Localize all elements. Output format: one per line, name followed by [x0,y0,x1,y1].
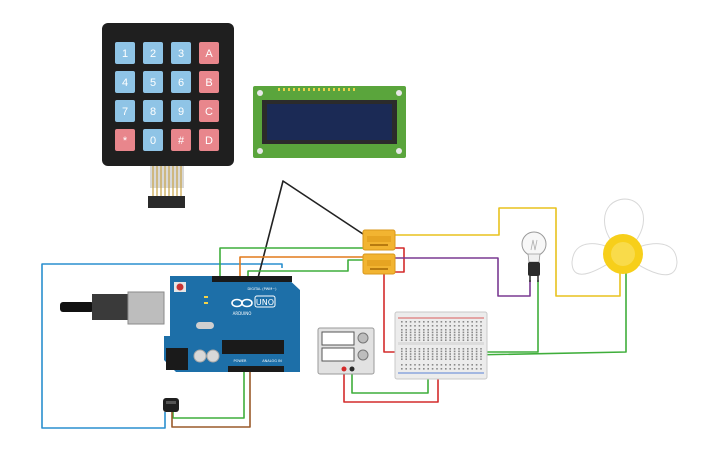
keypad-key-C[interactable] [199,100,219,122]
keypad-key-0[interactable] [143,129,163,151]
keypad-4x4[interactable]: 1 2 3 A 4 5 6 B 7 8 9 C * 0 # D [102,23,234,208]
led-l [204,296,208,298]
keypad-key-label: D [205,135,213,147]
lcd-screen [267,104,392,140]
keypad-ribbon-pins [152,166,182,196]
keypad-key-label: 1 [122,48,128,60]
keypad-key-D[interactable] [199,129,219,151]
keypad-key-label: 8 [150,106,156,118]
psu-display-1 [321,331,355,346]
analog-label: ANALOG IN [262,359,282,363]
atmega-chip [222,340,284,354]
power-label: POWER [234,359,248,363]
keypad-key-9[interactable] [171,100,191,122]
arduino-label: ARDUINO [233,311,252,316]
psu-knob-2[interactable] [357,349,369,361]
keypad-key-label: # [178,135,185,147]
wire-blue[interactable] [41,263,283,429]
reset-button-cap[interactable] [176,283,184,291]
arduino-logo [231,298,253,308]
usb-cable [60,302,94,312]
dc-jack [166,348,188,370]
keypad-key-5[interactable] [143,71,163,93]
power-supply[interactable] [317,327,375,375]
keypad-key-1[interactable] [115,42,135,64]
wire-green-bulb[interactable] [470,280,539,353]
keypad-key-4[interactable] [115,71,135,93]
keypad-key-label: 3 [178,48,184,60]
keypad-key-*[interactable] [115,129,135,151]
psu-terminal-neg[interactable] [341,366,347,372]
wire-green-sensor[interactable] [172,372,245,419]
keypad-key-label: 0 [150,135,156,147]
wire-green-relay2[interactable] [247,259,363,278]
keypad-key-label: 4 [122,77,128,89]
usb-port [127,291,165,325]
temperature-sensor[interactable] [163,398,179,412]
digital-label: DIGITAL (PWM~) [247,287,277,291]
keypad-key-2[interactable] [143,42,163,64]
psu-terminal-pos[interactable] [349,366,355,372]
uno-badge [254,295,276,308]
keypad-ribbon [150,166,184,188]
lcd-16x2[interactable] [253,86,406,158]
keypad-key-A[interactable] [199,42,219,64]
psu-display-2 [321,347,355,362]
wire-purple-bulb[interactable] [395,257,531,297]
keypad-key-#[interactable] [171,129,191,151]
keypad-key-B[interactable] [199,71,219,93]
digital-header [212,276,292,282]
crystal [196,322,214,329]
keypad-key-label: 2 [150,48,156,60]
psu-knob-1[interactable] [357,332,369,344]
wire-red-psu[interactable] [343,370,439,403]
wire-black-relay[interactable] [257,180,364,279]
power-header [228,366,284,372]
usb-plug [92,294,132,320]
wire-brown-sensor[interactable] [171,372,251,428]
keypad-key-label: * [123,135,128,147]
arduino-uno-board[interactable]: UNO ARDUINO DIGITAL (PWM~) POWER ANALOG … [60,276,300,372]
keypad-key-6[interactable] [171,71,191,93]
wires [41,180,627,429]
wire-yellow-fan[interactable] [395,207,621,297]
light-bulb[interactable] [521,231,547,282]
keypad-key-label: 7 [122,106,128,118]
relay-2[interactable] [362,253,396,275]
keypad-keys: 1 2 3 A 4 5 6 B 7 8 9 C * 0 # D [115,42,219,151]
capacitor-2 [206,349,220,363]
capacitor-1 [193,349,207,363]
wire-green-relay1[interactable] [219,247,363,278]
led-tx [204,302,208,304]
keypad-key-3[interactable] [171,42,191,64]
keypad-header [148,196,185,208]
keypad-key-label: 9 [178,106,184,118]
keypad-key-label: 5 [150,77,156,89]
lcd-header-pins [278,88,355,91]
relay-1[interactable] [362,229,396,251]
dc-fan[interactable] [571,198,678,276]
keypad-key-7[interactable] [115,100,135,122]
keypad-key-label: C [205,106,213,118]
keypad-key-label: B [205,77,212,89]
uno-label: UNO [256,298,274,307]
keypad-key-label: A [205,48,213,60]
wire-orange-relay[interactable] [239,256,363,278]
keypad-key-label: 6 [178,77,184,89]
breadboard-holes [401,321,482,370]
wire-green-psu[interactable] [351,370,429,394]
keypad-key-8[interactable] [143,100,163,122]
breadboard[interactable] [394,311,488,380]
